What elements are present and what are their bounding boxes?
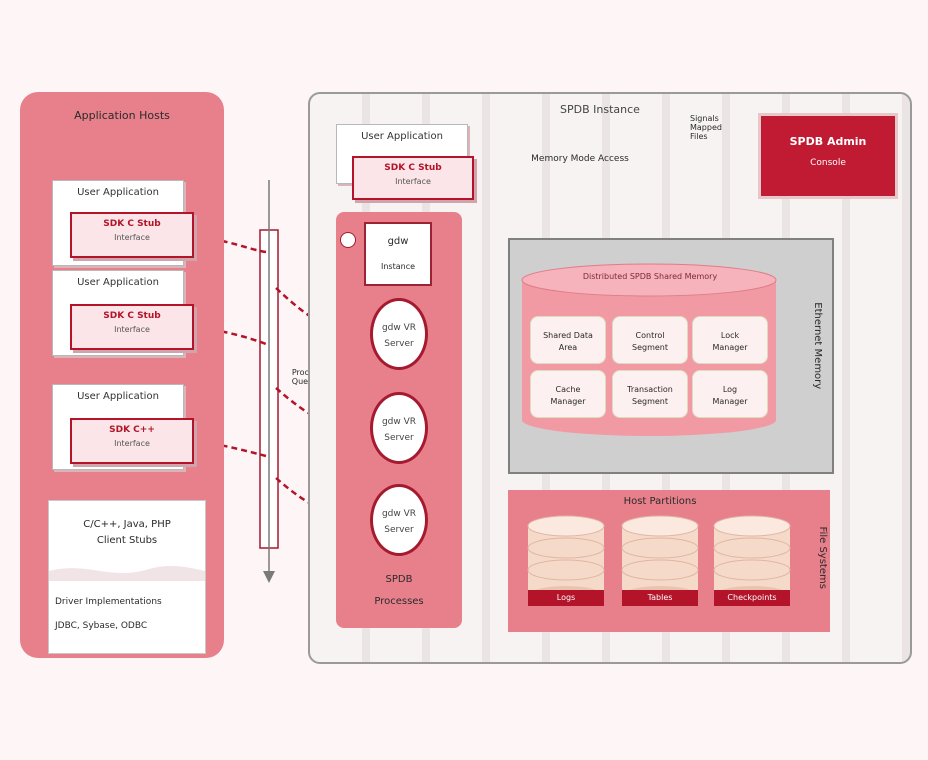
ring-label: gdw VR <box>381 417 417 427</box>
memory-cell-4: Cache Manager <box>530 370 606 418</box>
process-indicator-icon <box>340 232 356 248</box>
signals-label: Signals Mapped Files <box>690 114 722 142</box>
memory-cell-sublabel: Manager <box>712 343 748 352</box>
memory-cell-sublabel: Manager <box>550 397 586 406</box>
ring-sublabel: Server <box>384 339 414 349</box>
memory-cell-label: Cache <box>555 385 581 394</box>
disk-stack-1 <box>527 515 605 606</box>
sdk-stub-label: SDK C Stub <box>103 311 161 321</box>
memory-cell-sublabel: Manager <box>712 397 748 406</box>
shared-memory-drum-label: Distributed SPDB Shared Memory <box>582 272 718 281</box>
process-queues-label: Process Queues <box>291 368 323 387</box>
admin-console-title: SPDB Admin <box>789 135 867 148</box>
ring-label: gdw VR <box>381 323 417 333</box>
memory-cell-label: Transaction <box>627 385 673 394</box>
memory-cell-5: Transaction Segment <box>612 370 688 418</box>
link-stub1-bus <box>191 234 267 254</box>
client-doc-line2: Client Stubs <box>96 535 158 546</box>
memory-cell-label: Control <box>635 331 665 340</box>
admin-console-subtitle: Console <box>810 158 846 168</box>
memory-cell-1: Shared Data Area <box>530 316 606 364</box>
disk-stack-label: Logs <box>556 593 576 602</box>
gdw-server-ring-1: gdw VR Server <box>370 298 428 370</box>
spdb-processes-title: SPDB <box>385 574 413 585</box>
sdk-stub-sublabel: Interface <box>114 325 150 334</box>
memory-cell-sublabel: Area <box>558 343 578 352</box>
user-application-title: User Application <box>361 131 443 142</box>
sdk-stub-1: SDK C Stub Interface <box>70 212 194 258</box>
sdk-stub-3: SDK C++ Interface <box>70 418 194 464</box>
user-application-title: User Application <box>77 187 159 198</box>
instance-sdk-stub: SDK C Stub Interface <box>352 156 474 200</box>
gdw-title: gdw <box>387 236 409 247</box>
user-application-title: User Application <box>77 277 159 288</box>
client-stubs-document: C/C++, Java, PHP Client Stubs Driver Imp… <box>48 500 206 654</box>
sdk-stub-2: SDK C Stub Interface <box>70 304 194 350</box>
application-hosts-title: Application Hosts <box>74 109 170 122</box>
ring-sublabel: Server <box>384 525 414 535</box>
spdb-instance-title: SPDB Instance <box>560 103 640 116</box>
ring-sublabel: Server <box>384 433 414 443</box>
spdb-processes-subtitle: Processes <box>374 596 424 607</box>
memory-cell-2: Control Segment <box>612 316 688 364</box>
gdw-instance-box: gdw Instance <box>364 222 432 286</box>
sdk-stub-label: SDK C Stub <box>103 219 161 229</box>
sdk-stub-sublabel: Interface <box>395 177 431 186</box>
client-doc-line4: JDBC, Sybase, ODBC <box>55 621 148 631</box>
disk-stack-label: Checkpoints <box>727 593 777 602</box>
client-doc-line3: Driver Implementations <box>55 597 162 607</box>
memory-cell-label: Shared Data <box>543 331 593 340</box>
memory-cell-3: Lock Manager <box>692 316 768 364</box>
sdk-stub-label: SDK C++ <box>109 425 155 435</box>
disk-stack-3 <box>713 515 791 606</box>
host-partitions-title: Host Partitions <box>623 496 697 507</box>
spdb-admin-console: SPDB Admin Console <box>758 113 898 199</box>
sdk-stub-label: SDK C Stub <box>384 163 442 173</box>
sdk-stub-sublabel: Interface <box>114 439 150 448</box>
memory-cell-label: Log <box>722 385 738 394</box>
client-doc-line1: C/C++, Java, PHP <box>83 519 171 530</box>
file-systems-label: File Systems <box>816 526 828 589</box>
gdw-server-ring-2: gdw VR Server <box>370 392 428 464</box>
disk-stack-label: Tables <box>647 593 673 602</box>
memory-mode-access-label: Memory Mode Access <box>531 154 629 164</box>
ethernet-memory-label: Ethernet Memory <box>811 302 823 390</box>
gdw-subtitle: Instance <box>380 262 416 271</box>
user-application-title: User Application <box>77 391 159 402</box>
disk-stack-2 <box>621 515 699 606</box>
document-wave <box>49 565 205 581</box>
memory-cell-sublabel: Segment <box>632 343 668 352</box>
gdw-server-ring-3: gdw VR Server <box>370 484 428 556</box>
sdk-stub-sublabel: Interface <box>114 233 150 242</box>
ring-label: gdw VR <box>381 509 417 519</box>
memory-cell-sublabel: Segment <box>632 397 668 406</box>
memory-cell-label: Lock <box>720 331 740 340</box>
memory-cell-6: Log Manager <box>692 370 768 418</box>
